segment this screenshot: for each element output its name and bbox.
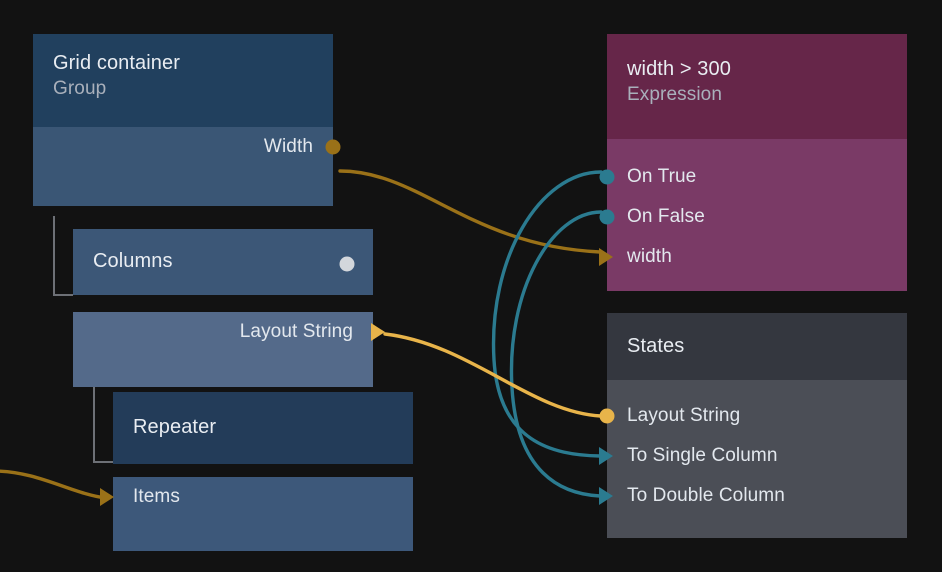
port-row-layout-string-columns[interactable]: Layout String (73, 312, 385, 352)
node-repeater[interactable]: Repeater Items (100, 392, 413, 551)
tree-bracket-columns-to-repeater (93, 380, 113, 463)
node-repeater-header[interactable]: Repeater (113, 392, 413, 464)
node-grid-container-body: Width (33, 127, 341, 206)
port-dot-layout-string-states[interactable] (599, 408, 615, 424)
node-columns-title: Columns (93, 250, 173, 272)
node-states-body: Layout String To Single Column To Double… (599, 380, 907, 538)
port-arrow-items[interactable] (100, 488, 114, 506)
node-columns[interactable]: Columns Layout String (73, 229, 385, 387)
tree-bracket-grid-to-columns (53, 216, 73, 296)
port-dot-on-false[interactable] (599, 209, 615, 225)
node-expression-title: width > 300 (627, 58, 731, 80)
wire-layout-string-to-columns (383, 332, 603, 418)
port-arrow-layout-string-columns[interactable] (371, 323, 385, 341)
port-row-width[interactable]: Width (33, 127, 341, 167)
port-row-items[interactable]: Items (100, 477, 413, 517)
port-arrow-width-input[interactable] (599, 248, 613, 266)
wire-ontrue-to-single-column (491, 170, 603, 458)
node-grid-container[interactable]: Grid container Group Width (33, 34, 341, 206)
wire-width-to-width (338, 169, 602, 254)
port-row-on-false[interactable]: On False (599, 197, 907, 237)
port-row-to-double-column[interactable]: To Double Column (599, 476, 907, 516)
node-grid-container-header[interactable]: Grid container Group (33, 34, 333, 127)
node-repeater-body: Items (100, 477, 413, 551)
node-expression-subtitle: Expression (627, 84, 722, 105)
node-expression-header[interactable]: width > 300 Expression (607, 34, 907, 139)
node-repeater-title: Repeater (133, 416, 217, 438)
node-columns-selection-dot[interactable] (339, 256, 355, 272)
node-states-header[interactable]: States (607, 313, 907, 380)
port-label-on-true: On True (627, 166, 697, 187)
node-grid-container-title: Grid container (53, 52, 181, 74)
node-columns-header[interactable]: Columns (73, 229, 373, 295)
wire-onfalse-to-double-column (509, 210, 603, 498)
node-grid-container-subtitle: Group (53, 78, 107, 99)
port-label-to-double-column: To Double Column (627, 485, 785, 506)
port-label-layout-string-columns: Layout String (239, 321, 353, 342)
port-label-items: Items (133, 486, 180, 507)
port-row-on-true[interactable]: On True (599, 157, 907, 197)
port-label-layout-string-states: Layout String (627, 405, 741, 426)
node-expression-body: On True On False width (599, 139, 907, 291)
node-states-title: States (627, 335, 685, 357)
port-label-to-single-column: To Single Column (627, 445, 778, 466)
port-label-on-false: On False (627, 206, 705, 227)
port-arrow-to-single-column[interactable] (599, 447, 613, 465)
port-dot-on-true[interactable] (599, 169, 615, 185)
node-expression[interactable]: width > 300 Expression On True On False … (599, 34, 907, 291)
node-columns-body: Layout String (73, 312, 385, 387)
port-row-to-single-column[interactable]: To Single Column (599, 436, 907, 476)
node-states[interactable]: States Layout String To Single Column To… (599, 313, 907, 538)
port-row-layout-string-states[interactable]: Layout String (599, 396, 907, 436)
port-dot-width[interactable] (325, 139, 341, 155)
wire-offscreen-to-items (0, 469, 108, 500)
port-row-width-input[interactable]: width (599, 237, 907, 277)
port-label-width-input: width (627, 246, 672, 267)
port-arrow-to-double-column[interactable] (599, 487, 613, 505)
port-label-width: Width (263, 136, 313, 157)
